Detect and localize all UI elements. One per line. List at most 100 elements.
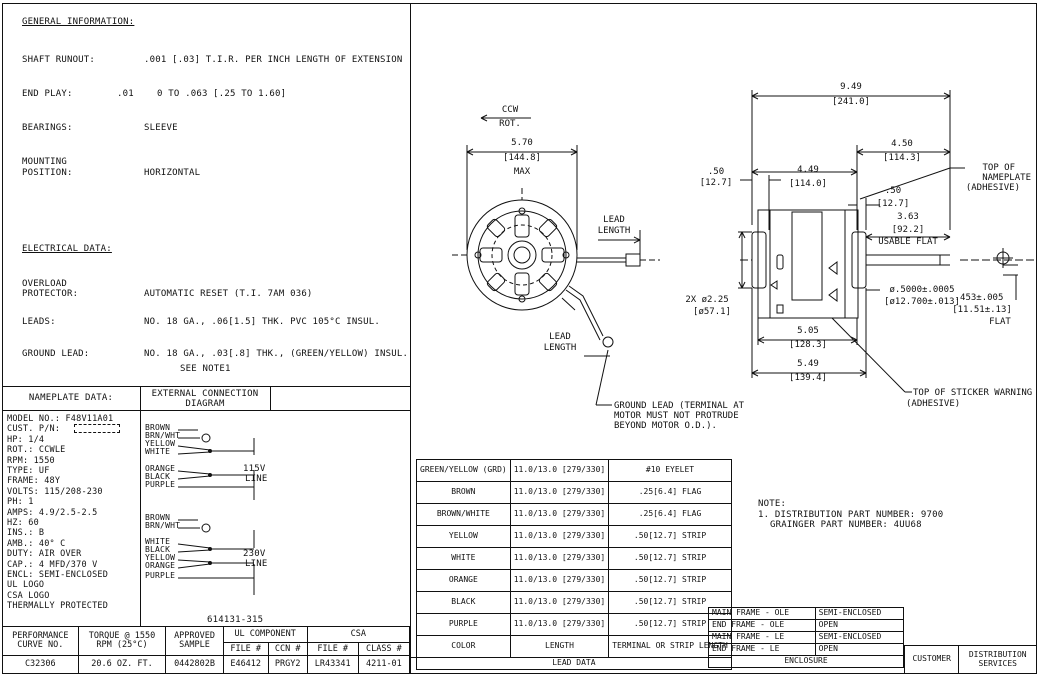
lead-color: BROWN <box>416 481 511 504</box>
enclosure-type: SEMI-ENCLOSED <box>814 607 905 620</box>
d50b-in: .50 <box>885 186 901 196</box>
connection-wire-label: BRN/WHT <box>145 431 181 440</box>
flat-in: 3.63 <box>897 212 919 222</box>
label-115v-line: LINE <box>245 474 268 484</box>
nameplate-line: INS.: B <box>7 528 45 539</box>
connection-wire-label: PURPLE <box>145 480 176 489</box>
lead-color: ORANGE <box>416 569 511 592</box>
nameplate-line: RPM: 1550 <box>7 455 55 466</box>
lead-length-2: LENGTH <box>598 226 631 236</box>
lead-terminal: .50[12.7] STRIP <box>608 547 732 570</box>
connection-wire-label: YELLOW <box>145 553 176 562</box>
label-230v-line: LINE <box>245 559 268 569</box>
end-dia-mm: [144.8] <box>503 153 541 163</box>
lead-length-1: LEAD <box>603 215 625 225</box>
note-title: NOTE: <box>758 499 787 509</box>
shaft-runout-value: .001 [.03] T.I.R. PER INCH LENGTH OF EXT… <box>144 55 403 65</box>
flat-word: FLAT <box>989 317 1011 327</box>
end-dia-in: 5.70 <box>511 138 533 148</box>
ground-note-1: GROUND LEAD (TERMINAL AT <box>614 401 745 411</box>
bearings-value: SLEEVE <box>144 123 178 133</box>
ground-note-2: MOTOR MUST NOT PROTRUDE <box>614 411 739 421</box>
connection-wire-label: ORANGE <box>145 561 176 570</box>
see-note-label: SEE NOTE1 <box>180 364 231 374</box>
lead-color: PURPLE <box>416 613 511 636</box>
enclosure-part: MAIN FRAME - OLE <box>708 607 816 620</box>
connection-wire-label: WHITE <box>145 537 171 546</box>
shaft-len-in: 4.50 <box>891 139 913 149</box>
lead-length: 11.0/13.0 [279/330] <box>509 503 610 526</box>
enclosure-part: END FRAME - OLE <box>708 619 816 632</box>
overload-label: OVERLOAD <box>22 279 67 289</box>
d449-mm: [114.0] <box>789 179 827 189</box>
shaft-len-mm: [114.3] <box>883 153 921 163</box>
nameplate-line: THERMALLY PROTECTED <box>7 601 109 612</box>
enclosure-footer-row: ENCLOSURE <box>708 655 904 668</box>
ccw-label: CCW <box>502 105 519 115</box>
nameplate-line: TYPE: UF <box>7 466 50 476</box>
note-line-2: GRAINGER PART NUMBER: 4UU68 <box>770 520 922 530</box>
nameplate-header-line <box>2 410 410 411</box>
ground-note-3: BEYOND MOTOR O.D.). <box>614 421 717 431</box>
lead-terminal: .25[6.4] FLAG <box>608 503 732 526</box>
lead-terminal: .25[6.4] FLAG <box>608 481 732 504</box>
enclosure-part: MAIN FRAME - LE <box>708 631 816 644</box>
nameplate-line: AMB.: 40° C <box>7 538 66 549</box>
nameplate-line: AMPS: 4.9/2.5-2.5 <box>7 507 98 518</box>
lead-length-4: LENGTH <box>544 343 577 353</box>
enclosure-footer: ENCLOSURE <box>708 655 904 668</box>
mounting-label-2: POSITION: <box>22 168 73 178</box>
leads-label: LEADS: <box>22 317 56 327</box>
nameplate-header: NAMEPLATE DATA: <box>28 393 114 403</box>
connection-header-2: DIAGRAM <box>185 399 225 409</box>
nameplate-line: CUST. P/N: <box>7 424 61 435</box>
ul-component-header: UL COMPONENT <box>222 625 308 644</box>
lead-length: 11.0/13.0 [279/330] <box>509 459 610 482</box>
d50a-in: .50 <box>708 167 724 177</box>
ground-lead-value: NO. 18 GA., .03[.8] THK., (GREEN/YELLOW)… <box>144 349 409 359</box>
enclosure-type: OPEN <box>814 643 905 656</box>
lead-terminal: .50[12.7] STRIP <box>608 525 732 548</box>
torque-value: 20.6 OZ. FT. <box>77 654 167 675</box>
end-play-value: 0 TO .063 [.25 TO 1.60] <box>157 89 287 99</box>
connection-wire-label: BLACK <box>145 545 171 554</box>
shaft-dia-in: ø.5000±.0005 <box>889 285 954 295</box>
bottom-right-line <box>410 657 708 658</box>
d449-in: 4.49 <box>797 165 819 175</box>
lead-data-footer: LEAD DATA <box>416 657 732 670</box>
lead-color: GREEN/YELLOW (GRD) <box>416 459 511 482</box>
lead-color: BROWN/WHITE <box>416 503 511 526</box>
connection-wire-label: WHITE <box>145 447 171 456</box>
ul-file-header: FILE # <box>222 642 269 656</box>
connection-wire-label: ORANGE <box>145 464 176 473</box>
electrical-data-title: ELECTRICAL DATA: <box>22 244 112 254</box>
label-230v: 230V <box>243 549 266 559</box>
nameplate-line: CAP.: 4 MFD/370 V <box>7 559 98 570</box>
sticker-2: (ADHESIVE) <box>906 399 960 409</box>
enclosure-type: SEMI-ENCLOSED <box>814 631 905 644</box>
twox-in: 2X ø2.25 <box>685 295 728 305</box>
end-play-extra: .01 <box>117 89 134 99</box>
left-panel-divider <box>410 3 411 674</box>
csa-file-header: FILE # <box>306 642 359 656</box>
max-label: MAX <box>514 167 531 177</box>
shaft-runout-label: SHAFT RUNOUT: <box>22 55 96 65</box>
connection-wire-label: PURPLE <box>145 571 176 580</box>
connection-wire-label: YELLOW <box>145 439 176 448</box>
lead-length: 11.0/13.0 [279/330] <box>509 547 610 570</box>
lead-header-cell: LENGTH <box>509 635 610 658</box>
lead-length: 11.0/13.0 [279/330] <box>509 613 610 636</box>
